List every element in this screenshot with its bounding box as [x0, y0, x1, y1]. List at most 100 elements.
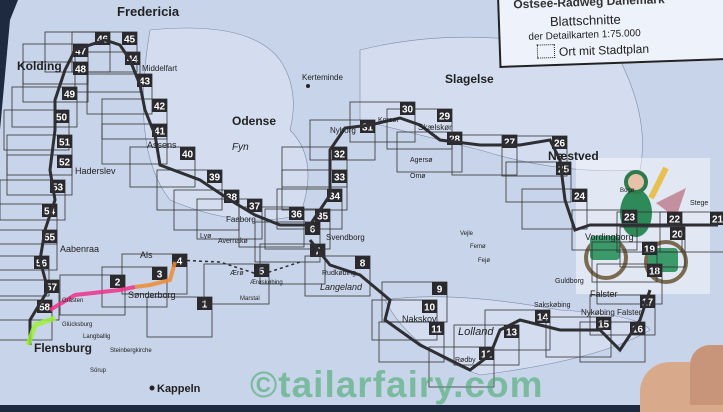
tile-number: 33 — [334, 173, 346, 184]
tile-frame — [101, 266, 168, 308]
legend-heading: Blattschnitte — [549, 11, 621, 30]
legend-title: Ostsee-Radweg Dänemark — [513, 0, 665, 12]
tile-number: 48 — [75, 65, 87, 76]
label-fredericia: Fredericia — [117, 4, 180, 19]
tile-number-badge — [122, 32, 137, 45]
map-tile-48: 48 — [22, 61, 89, 103]
tile-number: 27 — [504, 138, 516, 149]
tile-frame — [6, 154, 73, 196]
tile-number: 39 — [209, 173, 221, 184]
tile-number: 13 — [506, 328, 518, 339]
map-tile-21: 21 — [659, 211, 723, 253]
tile-frame — [156, 169, 223, 211]
label-glucksburg: Glücksburg — [62, 322, 92, 328]
map-tile-49: 49 — [11, 86, 78, 128]
label-nakskov: Nakskov — [402, 314, 437, 324]
tile-number-badge — [152, 267, 167, 280]
routes — [25, 38, 718, 372]
place-labels: Fredericia Kolding Odense Slagelse Næstv… — [17, 4, 708, 395]
tile-number-badge — [437, 109, 452, 122]
city-dot-kerteminde — [306, 84, 310, 88]
tile-number: 58 — [39, 303, 51, 314]
tile-number: 29 — [439, 112, 451, 123]
tile-number: 3 — [157, 270, 163, 281]
tile-number-badge — [152, 99, 167, 112]
tile-number: 35 — [317, 212, 329, 223]
label-steinbergkirche: Steinbergkirche — [110, 348, 152, 354]
map-tile-23: 23 — [571, 209, 638, 251]
label-avernako: Avernakø — [218, 238, 249, 245]
tile-number: 19 — [644, 245, 656, 256]
tile-number-badge — [57, 155, 72, 168]
tile-number: 55 — [44, 233, 56, 244]
label-grasten: Gråsten — [62, 297, 83, 304]
legend-city-plan-label: Ort mit Stadtplan — [558, 41, 650, 59]
tile-frame — [453, 324, 520, 366]
tile-number-badge — [596, 317, 611, 330]
tile-number: 45 — [124, 35, 136, 46]
tile-number: 16 — [632, 325, 644, 336]
tile-number: 49 — [64, 90, 76, 101]
label-naestved: Næstved — [548, 149, 599, 163]
tile-number: 32 — [334, 150, 346, 161]
tile-number: 8 — [360, 259, 366, 270]
tile-number-badge — [572, 189, 587, 202]
tile-number-badge — [247, 199, 262, 212]
tile-frame — [505, 161, 572, 203]
tile-frame — [619, 226, 686, 268]
map-tile-11: 11 — [378, 321, 445, 363]
tile-number: 30 — [402, 105, 414, 116]
label-slagelse: Slagelse — [445, 72, 494, 86]
tile-number-badge — [73, 62, 88, 75]
tile-number-badge — [57, 135, 72, 148]
tile-number-badge — [422, 300, 437, 313]
tile-frame — [591, 241, 658, 283]
tile-number: 21 — [712, 215, 723, 226]
tile-number-badge — [332, 147, 347, 160]
tile-number: 50 — [56, 113, 68, 124]
tile-number-badge — [332, 170, 347, 183]
tile-number-badge — [670, 227, 685, 240]
tile-frame — [146, 296, 213, 338]
tile-frame — [589, 294, 656, 336]
tile-number-badge — [197, 297, 212, 310]
map-tile-9: 9 — [381, 281, 448, 323]
map-tile-52: 52 — [6, 154, 73, 196]
map-tile-32: 32 — [281, 146, 348, 188]
tile-number: 34 — [329, 192, 341, 203]
tile-frame — [281, 169, 348, 211]
city-dot-kappeln — [149, 385, 155, 391]
tile-frame — [59, 274, 126, 316]
tile-frame — [428, 346, 495, 388]
tile-number-badge — [710, 212, 723, 225]
map-tile-33: 33 — [281, 169, 348, 211]
tile-frame — [0, 179, 66, 221]
tile-number-badge — [289, 207, 304, 220]
tile-number: 5 — [259, 267, 265, 278]
tile-number: 44 — [127, 55, 139, 66]
map-tile-20: 20 — [619, 226, 686, 268]
tile-number: 41 — [154, 127, 166, 138]
label-haderslev: Haderslev — [75, 166, 116, 176]
tile-frame — [371, 299, 438, 341]
tile-number: 4 — [177, 257, 183, 268]
label-stege: Stege — [690, 200, 708, 207]
label-kappeln: Kappeln — [157, 383, 201, 395]
tile-frame — [281, 146, 348, 188]
tile-number: 26 — [554, 139, 566, 150]
tile-number: 37 — [249, 202, 261, 213]
label-nyborg: Nyborg — [330, 126, 356, 135]
map-tile-15: 15 — [545, 316, 612, 358]
route-section-pink — [48, 285, 136, 312]
map-tile-13: 13 — [453, 324, 520, 366]
label-assens: Assens — [147, 140, 177, 150]
tile-number: 28 — [449, 135, 461, 146]
tile-number-badge — [180, 147, 195, 160]
tile-frame — [451, 134, 518, 176]
label-langeland: Langeland — [320, 282, 363, 292]
coastline-fyn — [143, 27, 309, 221]
label-vejle: Vejle — [460, 231, 474, 237]
tile-number-badge — [125, 52, 140, 65]
tile-number: 22 — [669, 215, 681, 226]
